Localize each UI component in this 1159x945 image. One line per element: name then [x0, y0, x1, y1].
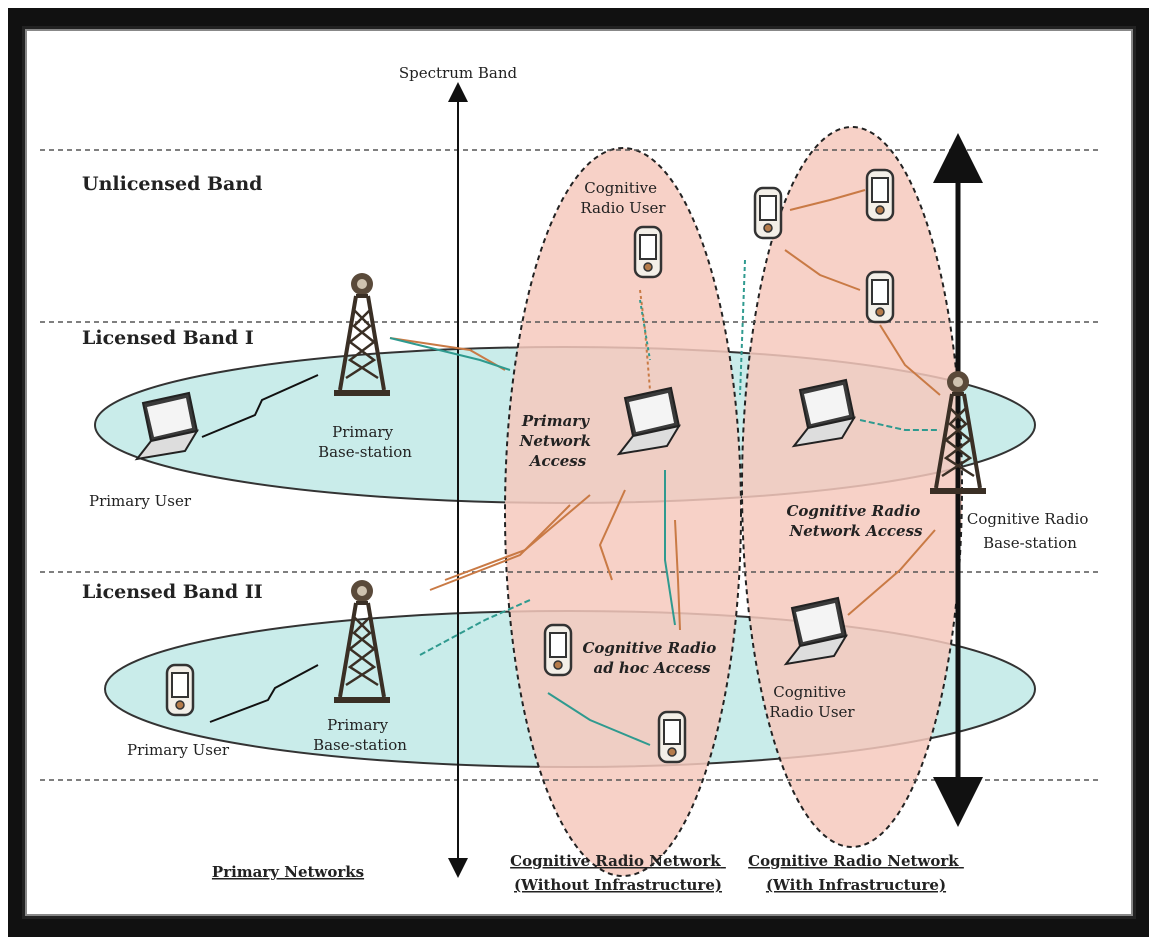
- primary-networks-label: Primary Networks: [212, 863, 364, 881]
- primary-user-1-label: Primary User: [89, 492, 192, 510]
- licensed-band-2-label: Licensed Band II: [82, 581, 263, 603]
- primary-user-2-label: Primary User: [127, 741, 230, 759]
- cr-adhoc-phone-icon: [545, 625, 571, 675]
- cr-phone-icon: [867, 272, 893, 322]
- cr-phone-icon: [867, 170, 893, 220]
- unlicensed-band-label: Unlicensed Band: [82, 173, 262, 195]
- licensed-band-1-label: Licensed Band I: [82, 327, 254, 349]
- cr-base-station-label: Cognitive Radio Base-station: [967, 510, 1093, 552]
- crn-with-infrastructure-label: Cognitive Radio Network (With Infrastruc…: [748, 852, 964, 894]
- spectrum-axis-label: Spectrum Band: [399, 64, 518, 82]
- crn-without-infrastructure-ellipse: [505, 148, 741, 876]
- cr-user-phone-icon: [635, 227, 661, 277]
- cr-adhoc-phone-icon: [659, 712, 685, 762]
- primary-network-access-label: Primary Network Access: [519, 412, 597, 470]
- cr-phone-icon: [755, 188, 781, 238]
- primary-user-phone-icon: [167, 665, 193, 715]
